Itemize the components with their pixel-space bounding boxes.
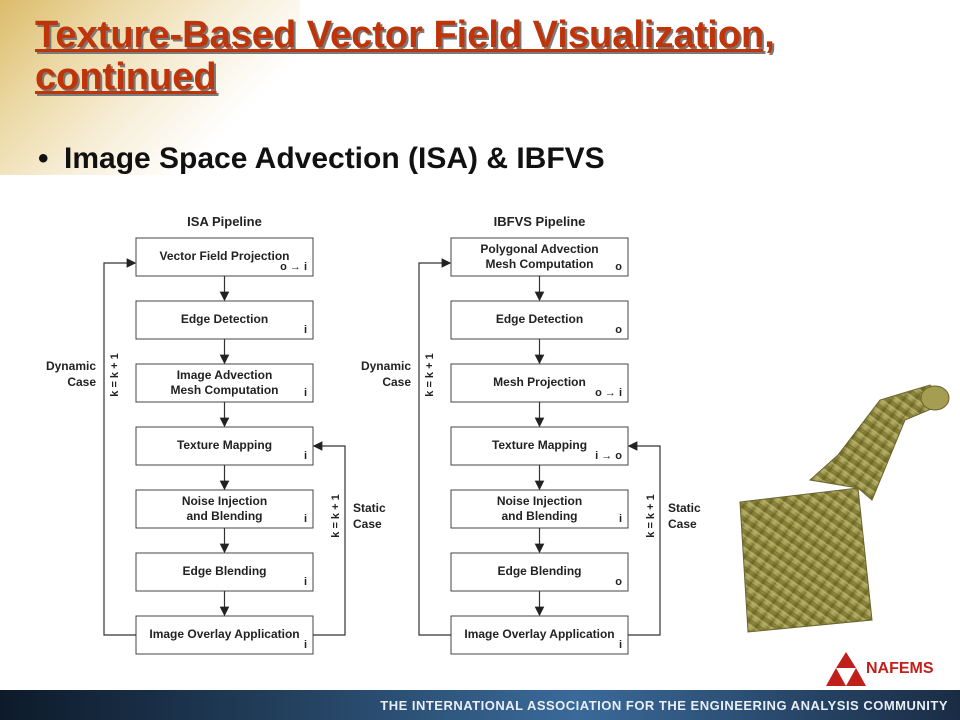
ibfvs-step-box (450, 552, 629, 592)
ibfvs-step-io: o → i (595, 387, 622, 399)
ibfvs-step-box (450, 237, 629, 277)
isa-step-1: Edge Detection i (135, 300, 314, 340)
isa-step-io: i (304, 639, 307, 651)
logo-triangles-icon (826, 652, 866, 686)
bullet-item: • Image Space Advection (ISA) & IBFVS (38, 142, 605, 176)
isa-step-box (135, 237, 314, 277)
ibfvs-static-loop-arrow (627, 441, 661, 636)
ibfvs-step-box (450, 363, 629, 403)
isa-step-io: i (304, 576, 307, 588)
isa-static-loop-arrow (312, 441, 346, 636)
isa-static-case-label: Case (353, 517, 382, 531)
ibfvs-step-label: Mesh Computation (486, 257, 594, 271)
isa-step-label: Edge Blending (183, 564, 267, 578)
isa-step-io: i (304, 387, 307, 399)
ibfvs-step-label: Polygonal Advection (480, 242, 598, 256)
logo-text: NAFEMS (866, 660, 934, 677)
slide-title: Texture-Based Vector Field Visualization… (35, 14, 775, 98)
isa-step-box (135, 615, 314, 655)
ibfvs-static-case-label: Static (668, 501, 701, 515)
isa-static-loop-label: k = k + 1 (330, 494, 342, 537)
isa-step-box (135, 426, 314, 466)
nafems-logo: NAFEMS (826, 652, 950, 686)
isa-step-io: i (304, 513, 307, 525)
ibfvs-dynamic-case-label: Case (382, 375, 411, 389)
isa-step-io: i (304, 450, 307, 462)
ibfvs-step-label: Image Overlay Application (464, 627, 614, 641)
bullet-icon: • (38, 142, 49, 175)
ibfvs-dynamic-loop-arrow (418, 258, 452, 636)
ibfvs-step-io: o (615, 576, 622, 588)
footer-banner: THE INTERNATIONAL ASSOCIATION FOR THE EN… (0, 690, 960, 720)
ibfvs-step-box (450, 300, 629, 340)
isa-dynamic-loop-arrow (103, 258, 137, 636)
isa-step-label: Image Overlay Application (149, 627, 299, 641)
isa-step-label: Mesh Computation (171, 383, 279, 397)
isa-step-label: Image Advection (177, 368, 273, 382)
corner-decoration (0, 0, 300, 175)
isa-step-io: o → i (280, 261, 307, 273)
ibfvs-step-box (450, 489, 629, 529)
ibfvs-step-5: Edge Blending o (450, 552, 629, 592)
ibfvs-step-io: i (619, 513, 622, 525)
isa-dynamic-loop-label: k = k + 1 (109, 353, 121, 396)
footer-text: THE INTERNATIONAL ASSOCIATION FOR THE EN… (380, 698, 948, 713)
ibfvs-step-label: Edge Blending (498, 564, 582, 578)
ibfvs-step-2: Mesh Projection o → i (450, 363, 629, 403)
isa-step-3: Texture Mapping i (135, 426, 314, 466)
pipe-visualization-image (739, 384, 950, 633)
isa-step-label: Noise Injection (182, 494, 267, 508)
ibfvs-step-label: and Blending (502, 509, 578, 523)
isa-step-5: Edge Blending i (135, 552, 314, 592)
ibfvs-step-3: Texture Mapping i → o (450, 426, 629, 466)
ibfvs-step-io: i (619, 639, 622, 651)
isa-step-label: and Blending (187, 509, 263, 523)
ibfvs-step-label: Mesh Projection (493, 375, 586, 389)
ibfvs-static-case-label: Case (668, 517, 697, 531)
bullet-text: Image Space Advection (ISA) & IBFVS (64, 142, 605, 175)
isa-static-case-label: Static (353, 501, 386, 515)
ibfvs-step-io: o (615, 324, 622, 336)
ibfvs-step-label: Texture Mapping (492, 438, 587, 452)
ibfvs-step-1: Edge Detection o (450, 300, 629, 340)
ibfvs-dynamic-loop-label: k = k + 1 (424, 353, 436, 396)
ibfvs-static-loop-label: k = k + 1 (645, 494, 657, 537)
ibfvs-step-label: Noise Injection (497, 494, 582, 508)
ibfvs-step-6: Image Overlay Application i (450, 615, 629, 655)
isa-step-box (135, 552, 314, 592)
isa-step-6: Image Overlay Application i (135, 615, 314, 655)
isa-step-io: i (304, 324, 307, 336)
isa-step-box (135, 363, 314, 403)
ibfvs-pipeline-title: IBFVS Pipeline (494, 214, 586, 229)
ibfvs-step-label: Edge Detection (496, 312, 583, 326)
isa-dynamic-case-label: Dynamic (46, 359, 96, 373)
ibfvs-step-io: i → o (595, 450, 622, 462)
isa-pipeline-title: ISA Pipeline (187, 214, 262, 229)
isa-step-label: Edge Detection (181, 312, 268, 326)
ibfvs-step-io: o (615, 261, 622, 273)
isa-dynamic-case-label: Case (67, 375, 96, 389)
isa-step-label: Vector Field Projection (159, 249, 289, 263)
isa-step-label: Texture Mapping (177, 438, 272, 452)
ibfvs-dynamic-case-label: Dynamic (361, 359, 411, 373)
